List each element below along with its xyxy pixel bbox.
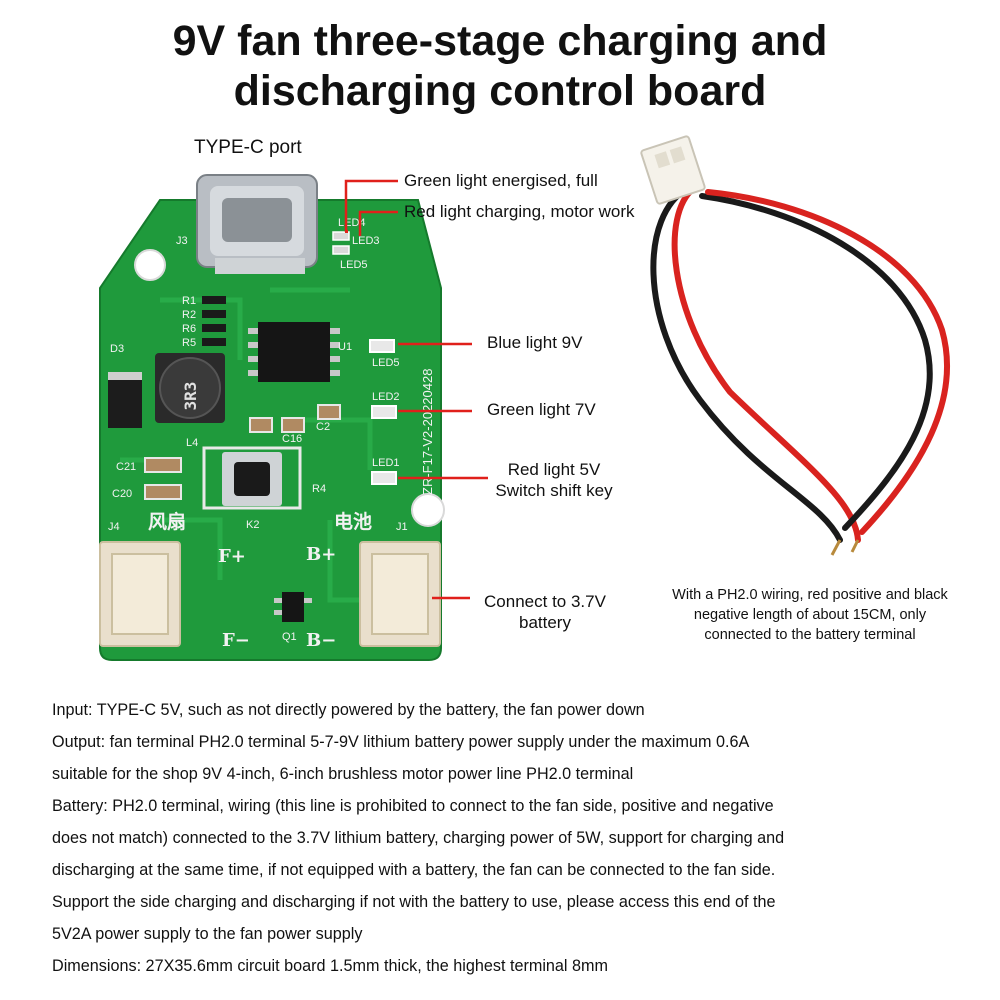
silk-l4: L4: [186, 437, 198, 449]
silk-inductor-3r3: 3R3: [181, 382, 200, 411]
silk-j1: J1: [396, 521, 408, 533]
silk-fan-cn: 风扇: [148, 510, 186, 533]
resistor-cluster: [202, 296, 226, 346]
label-type-c-port: TYPE-C port: [194, 137, 302, 158]
desc-output-1: Output: fan terminal PH2.0 terminal 5-7-…: [52, 733, 750, 751]
cable-note-line2: negative length of about 15CM, only: [693, 607, 927, 623]
led-1: [371, 471, 397, 485]
silk-r2: R2: [182, 309, 196, 321]
inductor-3r3: [155, 353, 225, 423]
fan-connector: [99, 541, 181, 647]
ph2-plug: [640, 135, 706, 205]
cable-note: With a PH2.0 wiring, red positive and bl…: [630, 585, 990, 645]
desc-input: Input: TYPE-C 5V, such as not directly p…: [52, 701, 645, 719]
silkscreen-large-labels: 风扇 电池 F+ F− B+ B−: [148, 510, 372, 651]
silk-c16: C16: [282, 433, 302, 445]
desc-battery-3: discharging at the same time, if not equ…: [52, 861, 776, 879]
label-connect-battery: Connect to 3.7V battery: [470, 591, 620, 633]
silk-j3: J3: [176, 235, 188, 247]
silk-c20: C20: [112, 488, 132, 500]
silk-r6: R6: [182, 323, 196, 335]
desc-battery-1: Battery: PH2.0 terminal, wiring (this li…: [52, 797, 774, 815]
silk-board-id: ZR-F17-V2-20220428: [420, 369, 435, 495]
silk-led5-top: LED5: [340, 259, 368, 271]
battery-connector: [359, 541, 441, 647]
cable-note-line3: connected to the battery terminal: [704, 627, 916, 643]
leds: [332, 231, 397, 485]
silk-led4: LED4: [338, 217, 366, 229]
silk-led5: LED5: [372, 357, 400, 369]
label-red-light-5v: Red light 5V: [507, 460, 601, 479]
silk-led3: LED3: [352, 235, 380, 247]
silk-b-minus: B−: [306, 630, 336, 651]
silk-d3: D3: [110, 343, 124, 355]
label-connect-battery-line2: battery: [519, 613, 571, 632]
title-line-2: discharging control board: [233, 67, 767, 115]
label-connect-battery-line1: Connect to 3.7V: [484, 592, 606, 611]
desc-battery-2: does not match) connected to the 3.7V li…: [52, 829, 785, 847]
silk-u1: U1: [338, 341, 352, 353]
capacitors: [144, 404, 341, 500]
label-red-light-switch: Red light 5V Switch shift key: [484, 459, 624, 501]
label-green-light-7v: Green light 7V: [487, 400, 596, 419]
silk-q1: Q1: [282, 631, 297, 643]
desc-output-2: suitable for the shop 9V 4-inch, 6-inch …: [52, 765, 634, 783]
silk-led1: LED1: [372, 457, 400, 469]
ph2-cable: [640, 135, 951, 556]
cable-note-line1: With a PH2.0 wiring, red positive and bl…: [672, 587, 948, 603]
led-5: [369, 339, 395, 353]
led-2: [371, 405, 397, 419]
label-green-light-full: Green light energised, full: [404, 171, 598, 190]
led-3: [332, 245, 350, 255]
silk-led2: LED2: [372, 391, 400, 403]
led-4: [332, 231, 350, 241]
silk-r5: R5: [182, 337, 196, 349]
mount-hole-left: [134, 249, 166, 281]
silk-c2: C2: [316, 421, 330, 433]
silkscreen-labels: J3 LED4 LED3 R1 R2 R6 R5 U1 D3 L4 C16 C2…: [108, 217, 408, 643]
silk-f-plus: F+: [218, 546, 246, 567]
callout-line-green-full: [344, 179, 398, 232]
tactile-switch-k2: [202, 446, 302, 510]
title-line-1: 9V fan three-stage charging and: [172, 17, 828, 65]
spec-description: Input: TYPE-C 5V, such as not directly p…: [52, 694, 972, 982]
diode-d3: [108, 372, 142, 428]
callout-line-red-charging: [358, 210, 398, 236]
usb-c-connector: [196, 174, 318, 274]
silk-k2: K2: [246, 519, 259, 531]
callout-lines: [344, 179, 488, 600]
mount-hole-right: [411, 493, 445, 527]
silk-battery-cn: 电池: [334, 510, 372, 533]
silk-r1: R1: [182, 295, 196, 307]
desc-support-1: Support the side charging and dischargin…: [52, 893, 776, 911]
desc-support-2: 5V2A power supply to the fan power suppl…: [52, 925, 363, 943]
label-red-light-charging: Red light charging, motor work: [404, 202, 635, 221]
page-title: 9V fan three-stage charging and discharg…: [0, 16, 1000, 116]
silk-j4: J4: [108, 521, 120, 533]
ic-u1: [248, 322, 340, 382]
pcb-board: J3 LED4 LED3 R1 R2 R6 R5 U1 D3 L4 C16 C2…: [99, 174, 445, 661]
silk-r4: R4: [312, 483, 326, 495]
label-switch-shift-key: Switch shift key: [495, 481, 613, 500]
silk-b-plus: B+: [306, 544, 336, 565]
transistor-q1: [282, 592, 304, 622]
silk-c21: C21: [116, 461, 136, 473]
silk-f-minus: F−: [222, 630, 250, 651]
desc-dimensions: Dimensions: 27X35.6mm circuit board 1.5m…: [52, 957, 608, 975]
label-blue-light-9v: Blue light 9V: [487, 333, 583, 352]
